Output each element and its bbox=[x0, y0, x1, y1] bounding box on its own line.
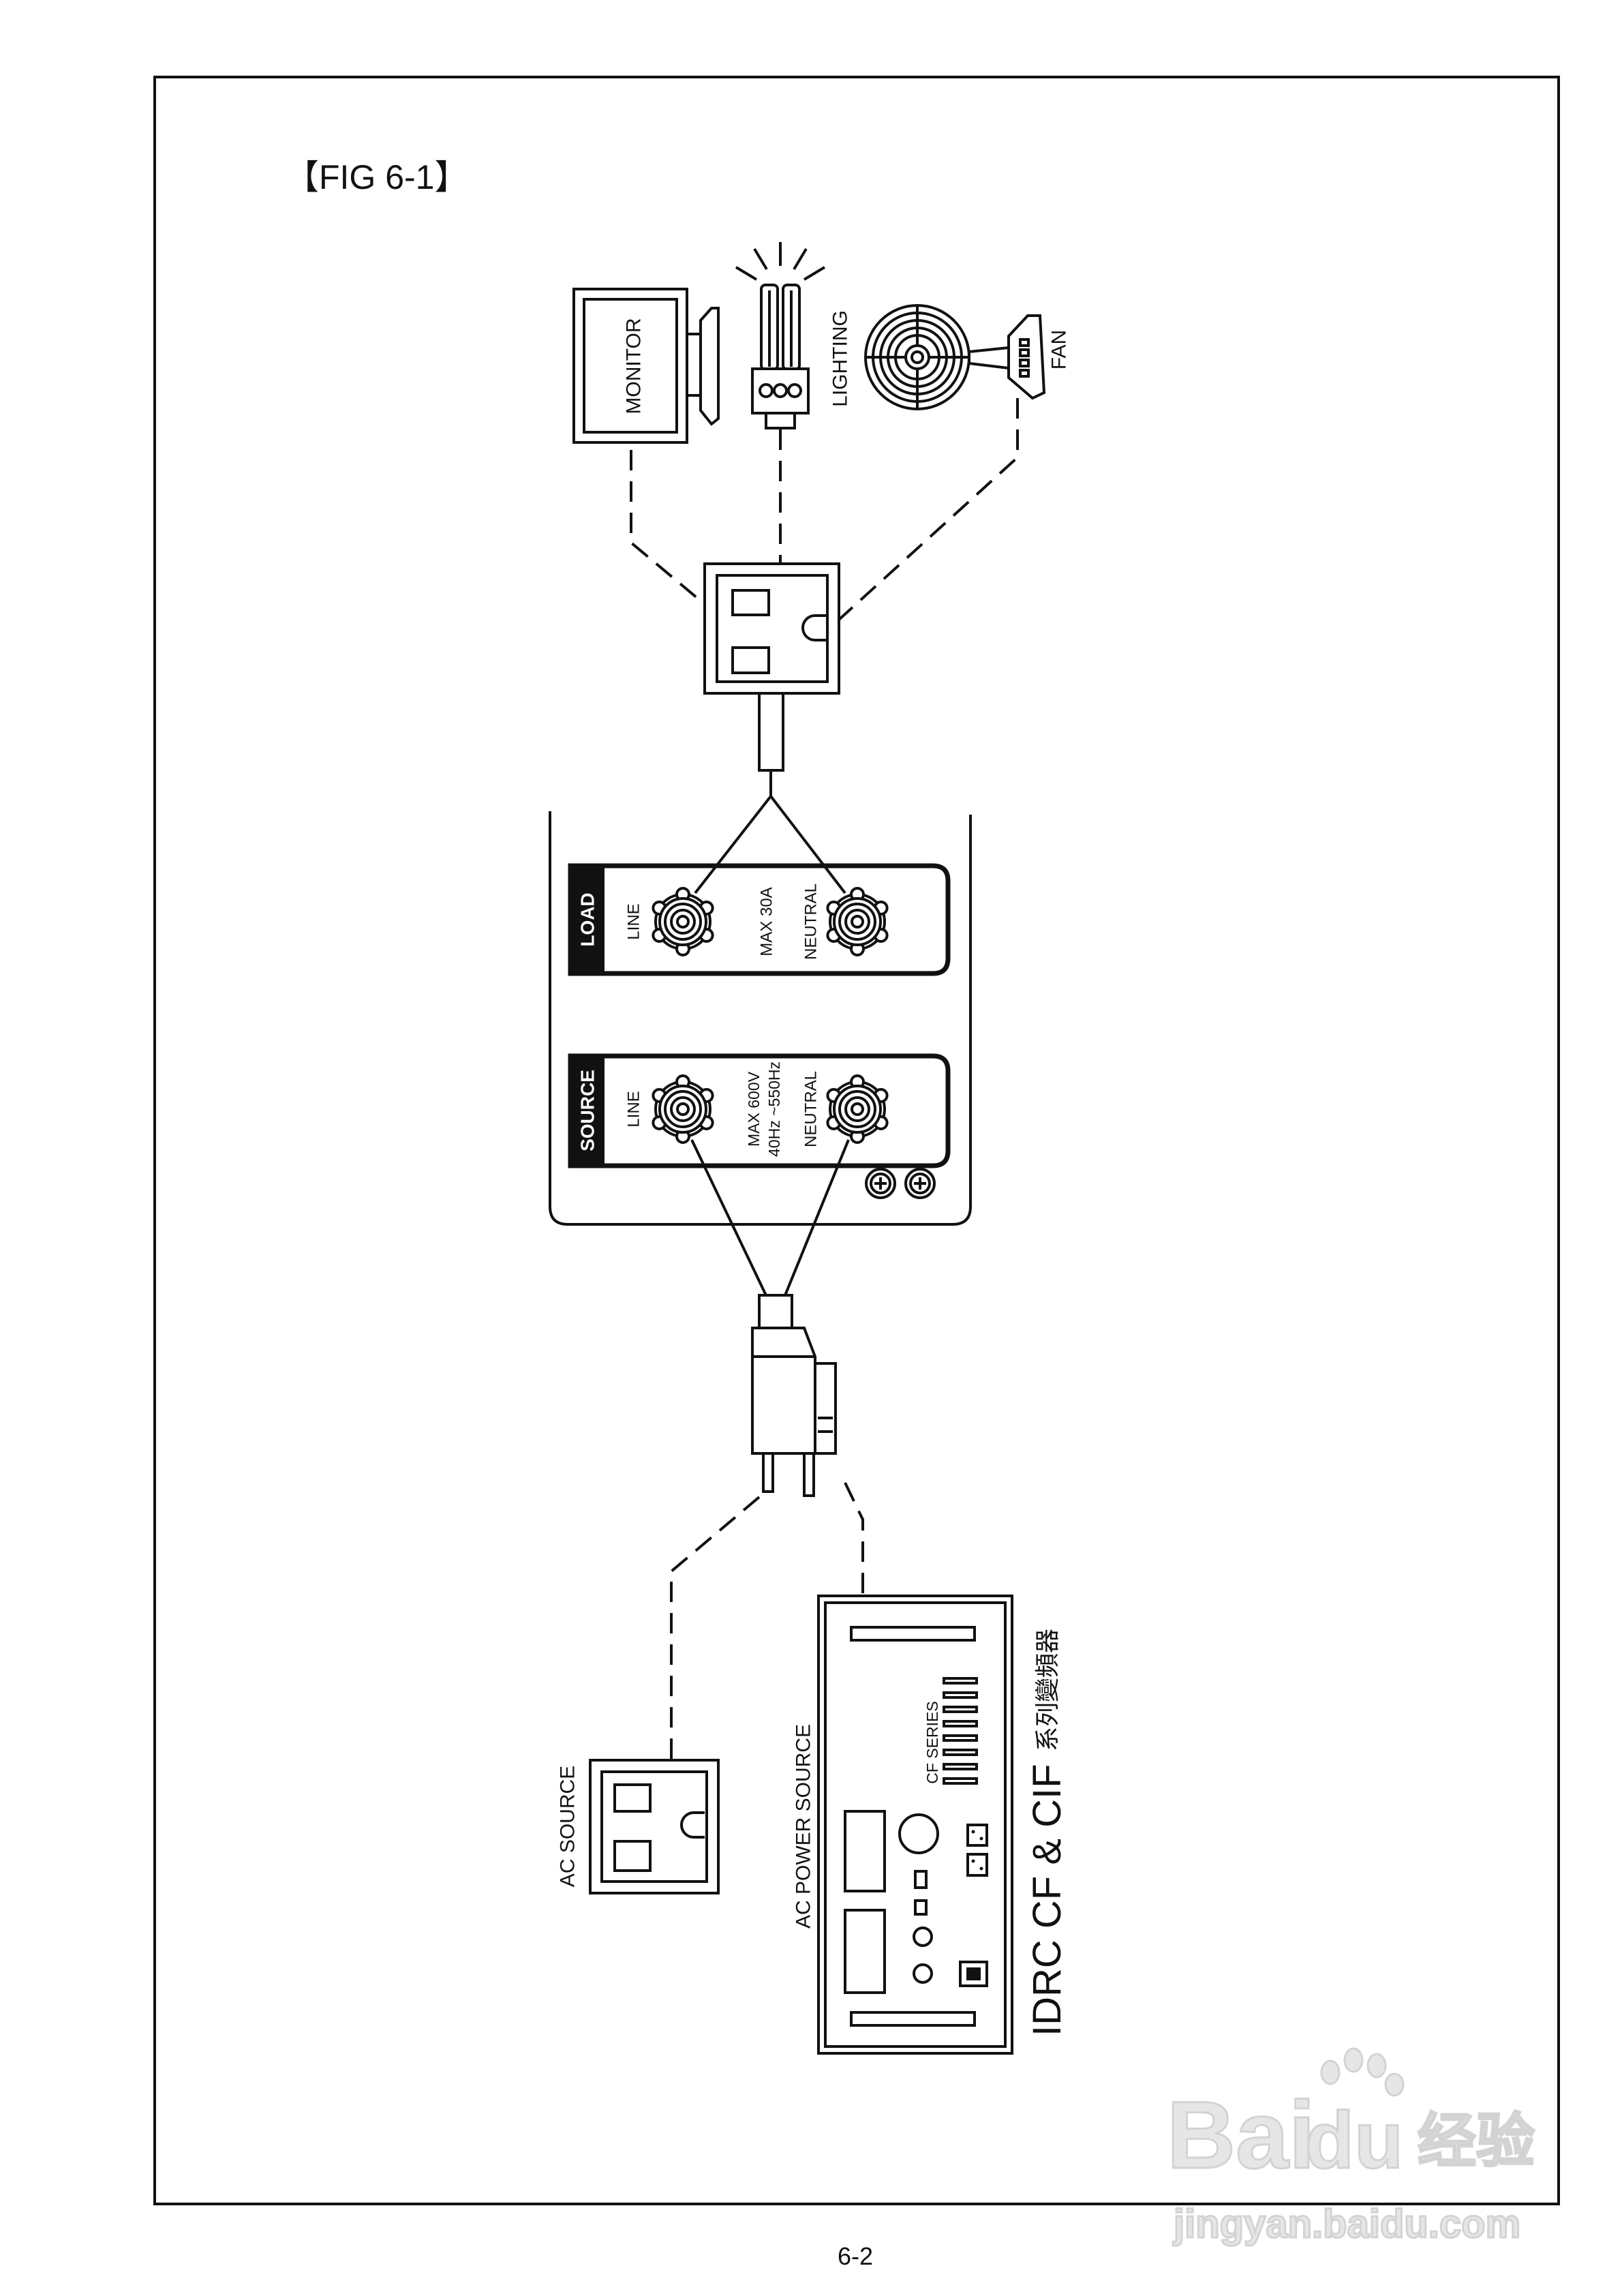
power-source-label: AC POWER SOURCE bbox=[793, 1724, 815, 1929]
monitor-icon bbox=[572, 288, 720, 444]
indicator-led bbox=[914, 1899, 928, 1916]
plug-prong bbox=[803, 1452, 815, 1497]
load-terminal-block: LOAD LINE MAX 30A NEUTRAL bbox=[568, 863, 951, 976]
display-window bbox=[844, 1810, 886, 1892]
series-indicator-bars bbox=[943, 1677, 978, 1785]
plug-prong bbox=[762, 1452, 774, 1493]
paw-icon bbox=[1320, 2047, 1405, 2097]
load-line-label: LINE bbox=[625, 903, 643, 939]
input-cord bbox=[690, 1139, 850, 1296]
load-label-strip bbox=[570, 866, 605, 973]
power-switch-icon bbox=[959, 1961, 988, 1987]
light-rays bbox=[735, 242, 826, 281]
load-cord bbox=[694, 692, 846, 894]
receptacle-ground bbox=[680, 1811, 705, 1839]
source-neutral-label: NEUTRAL bbox=[802, 1071, 821, 1147]
plug-icon bbox=[751, 1294, 837, 1497]
source-frequency-label: 40Hz ~550Hz bbox=[765, 1061, 783, 1157]
source-neutral-terminal bbox=[826, 1074, 889, 1144]
watermark-url: jingyan.baidu.com bbox=[1173, 2202, 1520, 2246]
receptacle-slot bbox=[731, 589, 770, 616]
load-rating-label: MAX 30A bbox=[758, 887, 776, 956]
control-knob-icon bbox=[898, 1813, 939, 1854]
lighting-icon bbox=[735, 242, 826, 429]
ac-source-receptacle bbox=[589, 1759, 720, 1894]
indicator-led bbox=[914, 1870, 928, 1889]
source-line-terminal bbox=[652, 1074, 714, 1144]
figure-title: 【FIG 6-1】 bbox=[285, 158, 468, 196]
ground-screw-icon bbox=[865, 1168, 896, 1199]
power-source-dashed-link bbox=[844, 1482, 864, 1595]
receptacle-slot bbox=[613, 1783, 652, 1813]
load-neutral-label: NEUTRAL bbox=[802, 883, 821, 960]
ac-power-source-unit bbox=[817, 1595, 1013, 2055]
display-window bbox=[844, 1909, 886, 1994]
watermark-brand-left: Bai bbox=[1167, 2081, 1315, 2188]
series-label: CF SERIES bbox=[923, 1701, 941, 1783]
page-number: 6-2 bbox=[838, 2242, 873, 2270]
ac-source-label: AC SOURCE bbox=[557, 1766, 579, 1887]
ground-screw-icon bbox=[904, 1168, 936, 1199]
source-voltage-label: MAX 600V bbox=[745, 1071, 763, 1147]
monitor-dashed-link bbox=[630, 450, 703, 603]
vent-bar bbox=[850, 1626, 976, 1642]
lighting-label: LIGHTING bbox=[829, 310, 852, 407]
receptacle-ground bbox=[801, 614, 826, 641]
fan-icon bbox=[864, 304, 1046, 410]
fan-label: FAN bbox=[1048, 330, 1071, 369]
baidu-watermark: Bai du 经验 jingyan.baidu.com bbox=[1166, 2047, 1536, 2248]
rear-panel-outline bbox=[549, 811, 972, 1226]
small-knob-icon bbox=[913, 1927, 933, 1947]
model-caption-cn: 系列變頻器 bbox=[1033, 1629, 1061, 1751]
source-label-strip bbox=[570, 1056, 605, 1166]
model-caption: IDRC CF & CIF 系列變頻器 bbox=[1025, 1629, 1069, 2036]
model-caption-en: IDRC CF & CIF bbox=[1025, 1764, 1069, 2036]
watermark-brand-right: du bbox=[1305, 2096, 1403, 2186]
ac-source-dashed-link bbox=[670, 1496, 761, 1759]
output-socket-icon bbox=[966, 1824, 988, 1847]
small-knob-icon bbox=[913, 1963, 933, 1984]
source-terminal-block: SOURCE LINE MAX 600V 40Hz ~550Hz NEUTRAL bbox=[568, 1053, 951, 1168]
fan-dashed-link bbox=[838, 398, 1019, 621]
receptacle-slot bbox=[731, 646, 770, 674]
page-border bbox=[153, 76, 1560, 2205]
load-label: LOAD bbox=[577, 892, 598, 946]
source-label: SOURCE bbox=[577, 1070, 598, 1151]
monitor-label: MONITOR bbox=[623, 318, 645, 414]
watermark-brand-cn: 经验 bbox=[1418, 2109, 1535, 2174]
load-neutral-terminal bbox=[826, 887, 889, 956]
output-socket-icon bbox=[966, 1853, 988, 1877]
load-line-terminal bbox=[652, 887, 714, 956]
vent-bar bbox=[850, 2011, 976, 2027]
source-line-label: LINE bbox=[625, 1091, 643, 1127]
receptacle-slot bbox=[613, 1840, 652, 1872]
load-receptacle bbox=[703, 562, 840, 695]
